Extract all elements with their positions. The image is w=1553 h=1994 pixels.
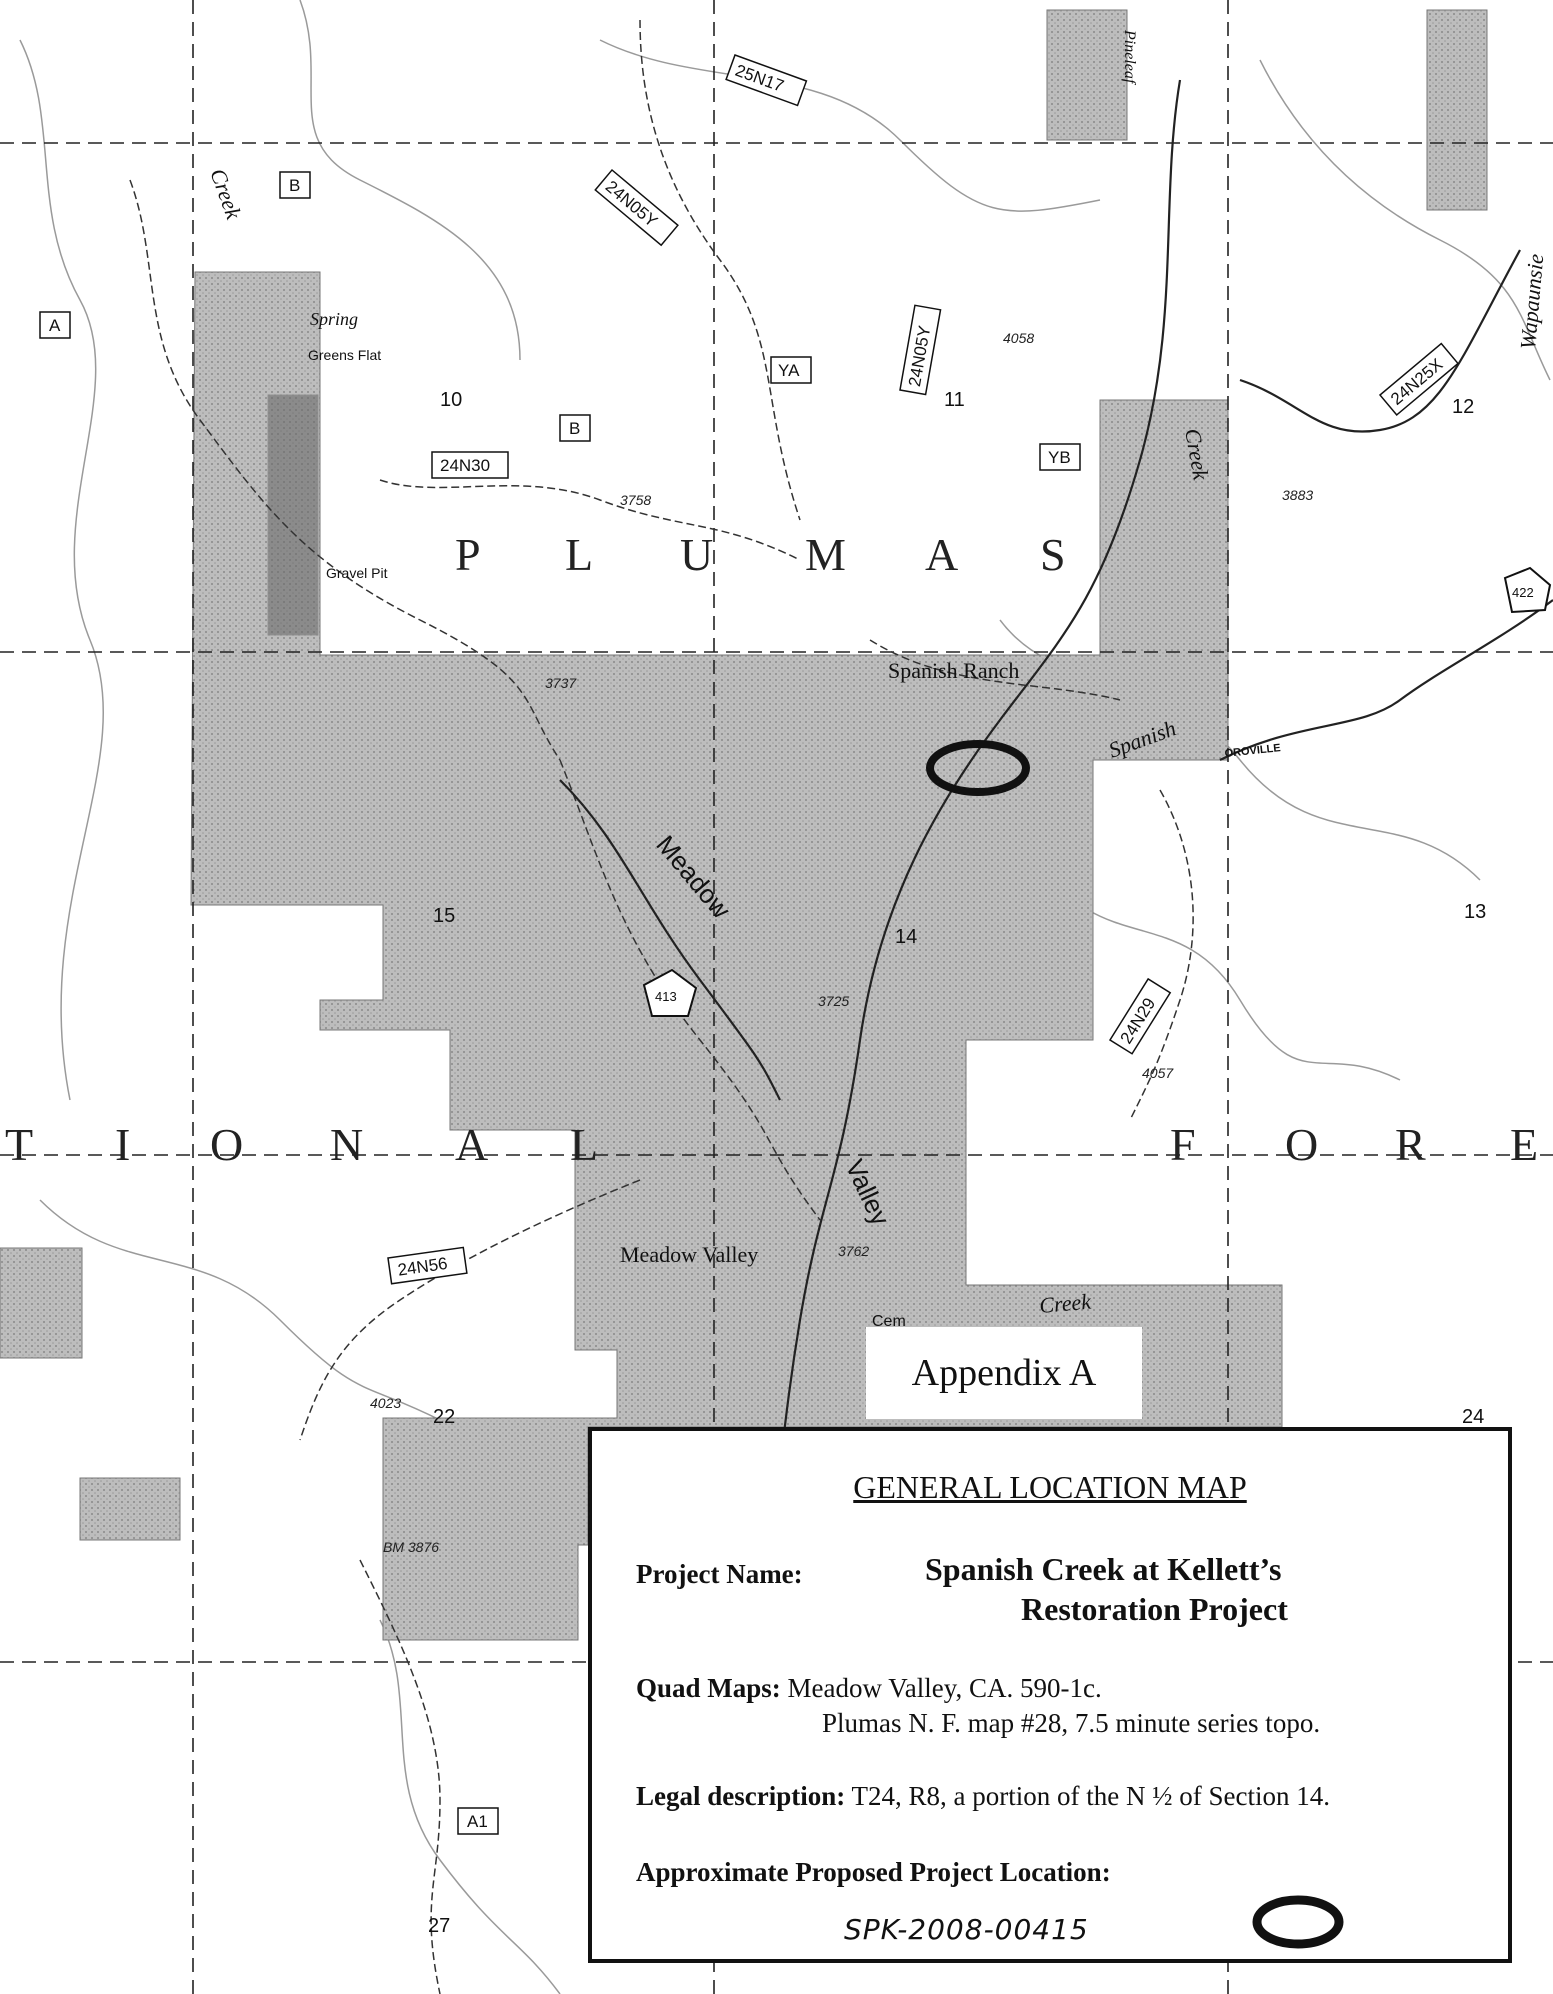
forest-name-letters: P L U M A S T I O N A L F O R E <box>5 529 1540 1170</box>
elevation-label: 3758 <box>620 492 651 508</box>
place-label: Cem <box>872 1313 906 1330</box>
route-label: A <box>49 316 61 335</box>
legal-description-label: Legal description: <box>636 1781 846 1811</box>
water-label: Creek <box>205 165 247 223</box>
project-name: Spanish Creek at Kellett’s Restoration P… <box>925 1549 1288 1629</box>
place-label: Gravel Pit <box>326 565 388 581</box>
elevation-label: 3737 <box>545 675 577 691</box>
section-number: 10 <box>440 389 462 411</box>
project-location-marker <box>926 740 1030 796</box>
quad-maps-label: Quad Maps: <box>636 1673 781 1703</box>
place-label: Greens Flat <box>308 347 381 363</box>
private-parcel-north <box>1046 9 1128 141</box>
legal-description-row: Legal description: T24, R8, a portion of… <box>636 1781 1330 1812</box>
elevation-label: 3762 <box>838 1243 869 1259</box>
water-label: Wapaunsie <box>1515 253 1548 351</box>
project-name-label: Project Name: <box>636 1559 803 1589</box>
section-number: 14 <box>895 926 917 948</box>
route-label: A1 <box>467 1812 488 1831</box>
legal-description-value: T24, R8, a portion of the N ½ of Section… <box>851 1781 1330 1811</box>
section-number: 24 <box>1462 1406 1484 1428</box>
elevation-labels: 4058 3883 3758 3737 3725 4057 3762 4023 … <box>370 330 1313 1555</box>
appendix-label: Appendix A <box>866 1327 1142 1419</box>
big-letter: N <box>330 1119 365 1170</box>
route-label: YB <box>1048 448 1071 467</box>
section-numbers: 10 11 12 13 14 15 22 24 27 <box>428 389 1486 1937</box>
location-label: Approximate Proposed Project Location: <box>636 1857 1111 1887</box>
route-label: 24N30 <box>440 456 490 475</box>
big-letter: R <box>1395 1119 1428 1170</box>
elevation-label: BM 3876 <box>383 1539 439 1555</box>
highway-shield: 422 <box>1503 566 1552 614</box>
file-number: SPK-2008-00415 <box>844 1913 1089 1946</box>
route-label: YA <box>778 361 800 380</box>
spanish-creek <box>758 79 1182 1601</box>
private-parcel-west <box>0 1247 83 1359</box>
private-land <box>0 9 1488 1641</box>
place-label: OROVILLE <box>1224 742 1281 760</box>
highway-shield: 413 <box>642 968 698 1017</box>
big-letter: M <box>805 529 848 580</box>
streams <box>559 79 1553 1601</box>
project-name-line: Spanish Creek at Kellett’s <box>925 1551 1282 1587</box>
big-letter: L <box>570 1119 600 1170</box>
quad-maps-row: Quad Maps: Meadow Valley, CA. 590-1c. <box>636 1673 1102 1704</box>
big-letter: O <box>1285 1119 1320 1170</box>
route-label: 422 <box>1512 585 1534 600</box>
section-number: 11 <box>944 389 965 411</box>
elevation-label: 4058 <box>1003 330 1034 346</box>
route-label: B <box>569 419 580 438</box>
place-names: Spanish Ranch Meadow Valley Greens Flat … <box>308 309 1281 1330</box>
project-name-line: Restoration Project <box>1021 1591 1288 1627</box>
big-letter: S <box>1040 529 1068 580</box>
private-parcel-southwest <box>79 1477 181 1541</box>
private-parcel-northeast <box>1426 9 1488 211</box>
section-number: 22 <box>433 1406 455 1428</box>
elevation-label: 3725 <box>818 993 849 1009</box>
section-number: 15 <box>433 905 455 927</box>
big-letter: A <box>455 1119 490 1170</box>
big-letter: I <box>115 1119 132 1170</box>
route-label: B <box>289 176 300 195</box>
water-label: Pineleaf <box>1121 29 1138 86</box>
quad-maps-value-2: Plumas N. F. map #28, 7.5 minute series … <box>822 1708 1321 1738</box>
section-number: 12 <box>1452 396 1474 418</box>
big-letter: P <box>455 529 483 580</box>
elevation-label: 4023 <box>370 1395 401 1411</box>
place-label: Meadow Valley <box>620 1242 758 1267</box>
place-label: Spring <box>310 309 358 329</box>
roads <box>129 19 1194 1994</box>
water-label: Creek <box>1038 1288 1093 1318</box>
elevation-label: 4057 <box>1142 1065 1174 1081</box>
location-oval-symbol <box>1252 1895 1344 1949</box>
elevation-label: 3883 <box>1282 487 1313 503</box>
route-label: 413 <box>655 989 677 1004</box>
legend-box: GENERAL LOCATION MAP Project Name: Spani… <box>588 1427 1512 1963</box>
big-letter: L <box>565 529 595 580</box>
big-letter: A <box>925 529 960 580</box>
big-letter: F <box>1170 1119 1198 1170</box>
legend-title: GENERAL LOCATION MAP <box>853 1469 1247 1505</box>
big-letter: U <box>680 529 715 580</box>
big-letter: O <box>210 1119 245 1170</box>
section-number: 13 <box>1464 901 1486 923</box>
place-label: Spanish Ranch <box>888 658 1019 683</box>
big-letter: E <box>1510 1119 1540 1170</box>
section-number: 27 <box>428 1915 450 1937</box>
quad-maps-value: Meadow Valley, CA. 590-1c. <box>787 1673 1102 1703</box>
meadow-valley-creek <box>559 779 781 1101</box>
big-letter: T <box>5 1119 35 1170</box>
